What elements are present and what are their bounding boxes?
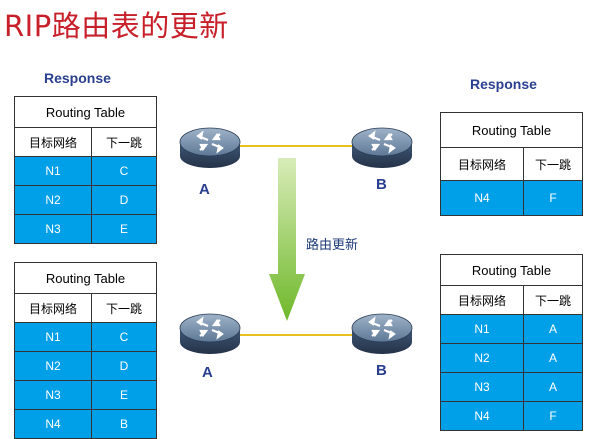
col-next-header: 下一跳: [91, 293, 157, 323]
next-hop-cell: F: [523, 180, 583, 216]
dest-cell: N2: [14, 351, 92, 381]
router-a-icon: [178, 122, 242, 174]
dest-cell: N4: [14, 409, 92, 439]
dest-cell: N3: [14, 214, 92, 244]
table-title: Routing Table: [14, 262, 157, 294]
dest-cell: N2: [14, 185, 92, 215]
table-title: Routing Table: [440, 112, 583, 148]
next-hop-cell: D: [91, 351, 157, 381]
dest-cell: N3: [440, 372, 524, 402]
col-next-header: 下一跳: [91, 127, 157, 157]
next-hop-cell: F: [523, 401, 583, 431]
update-arrow-icon: [269, 158, 305, 321]
link-a-b-after: [236, 334, 358, 336]
router-a-label: A: [199, 181, 210, 198]
next-hop-cell: C: [91, 322, 157, 352]
router-b-icon: [350, 122, 414, 174]
next-hop-cell: C: [91, 156, 157, 186]
table-title: Routing Table: [14, 96, 157, 128]
col-dest-header: 目标网络: [14, 293, 92, 323]
dest-cell: N1: [440, 314, 524, 344]
col-dest-header: 目标网络: [440, 285, 524, 315]
router-b-label: B: [376, 362, 387, 379]
table-title: Routing Table: [440, 254, 583, 286]
dest-cell: N2: [440, 343, 524, 373]
next-hop-cell: A: [523, 372, 583, 402]
router-b-icon: [350, 308, 414, 360]
dest-cell: N1: [14, 322, 92, 352]
dest-cell: N4: [440, 180, 524, 216]
next-hop-cell: E: [91, 380, 157, 410]
next-hop-cell: B: [91, 409, 157, 439]
route-update-label: 路由更新: [306, 238, 359, 253]
response-label-right: Response: [470, 76, 537, 92]
page-title: RIP路由表的更新: [4, 9, 229, 43]
link-a-b-before: [236, 145, 358, 147]
col-dest-header: 目标网络: [440, 147, 524, 181]
dest-cell: N3: [14, 380, 92, 410]
router-b-label: B: [376, 176, 387, 193]
router-a-label: A: [202, 364, 213, 381]
col-dest-header: 目标网络: [14, 127, 92, 157]
col-next-header: 下一跳: [523, 285, 583, 315]
dest-cell: N1: [14, 156, 92, 186]
response-label-left: Response: [44, 70, 111, 86]
next-hop-cell: E: [91, 214, 157, 244]
dest-cell: N4: [440, 401, 524, 431]
next-hop-cell: A: [523, 314, 583, 344]
col-next-header: 下一跳: [523, 147, 583, 181]
next-hop-cell: A: [523, 343, 583, 373]
router-a-icon: [178, 308, 242, 360]
next-hop-cell: D: [91, 185, 157, 215]
